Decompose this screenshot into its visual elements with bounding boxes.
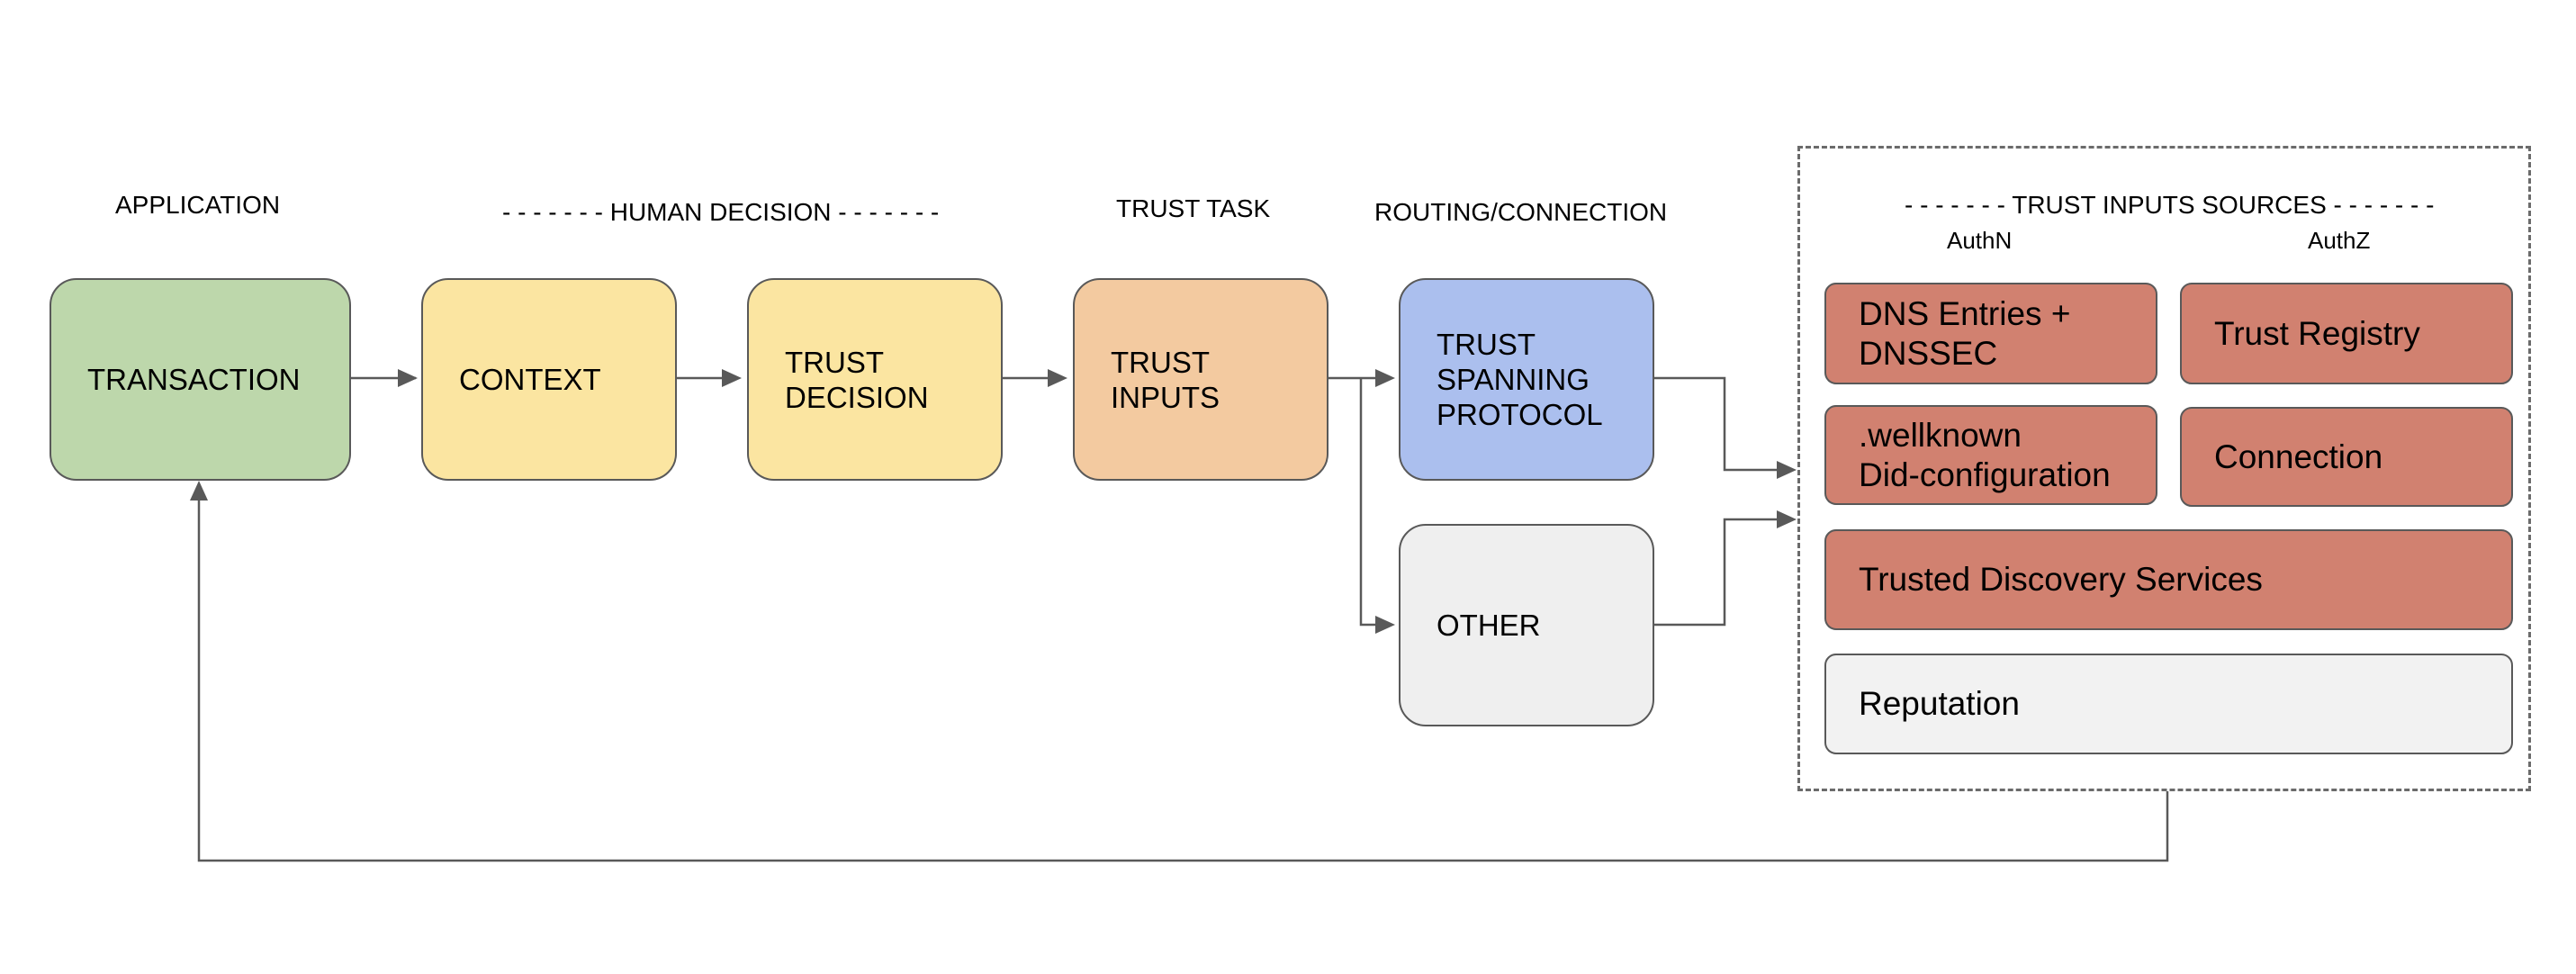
source-reputation: Reputation bbox=[1824, 654, 2513, 754]
source-trust-registry: Trust Registry bbox=[2180, 283, 2513, 384]
node-trust-inputs: TRUST INPUTS bbox=[1073, 278, 1329, 481]
arrowhead-other bbox=[1375, 616, 1395, 634]
source-dns-entries: DNS Entries + DNSSEC bbox=[1824, 283, 2157, 384]
arrow-other-to-sources bbox=[1651, 518, 1784, 627]
arrowhead-context bbox=[398, 369, 418, 387]
arrow-tsp-to-sources bbox=[1651, 376, 1784, 472]
source-trusted-discovery-services: Trusted Discovery Services bbox=[1824, 529, 2513, 630]
header-human-decision: - - - - - - - HUMAN DECISION - - - - - -… bbox=[502, 198, 940, 226]
header-trust-inputs-sources: - - - - - - - TRUST INPUTS SOURCES - - -… bbox=[1905, 191, 2435, 219]
arrowhead-tsp-sources bbox=[1777, 461, 1797, 479]
arrowhead-transaction bbox=[190, 481, 208, 501]
arrowhead-tsp bbox=[1375, 369, 1395, 387]
header-authz: AuthZ bbox=[2308, 227, 2371, 254]
source-connection: Connection bbox=[2180, 407, 2513, 507]
arrowhead-other-sources bbox=[1777, 510, 1797, 528]
arrowhead-inputs bbox=[1048, 369, 1067, 387]
arrow-sources-feedback-to-transaction bbox=[197, 495, 2169, 862]
trust-inputs-sources-group bbox=[1797, 146, 2531, 791]
node-trust-spanning-protocol: TRUST SPANNING PROTOCOL bbox=[1399, 278, 1654, 481]
arrowhead-decision bbox=[722, 369, 742, 387]
node-transaction: TRANSACTION bbox=[50, 278, 351, 481]
arrow-inputs-to-other bbox=[1359, 378, 1383, 627]
node-trust-decision: TRUST DECISION bbox=[747, 278, 1003, 481]
node-context: CONTEXT bbox=[421, 278, 677, 481]
source-wellknown-did-configuration: .wellknown Did-configuration bbox=[1824, 405, 2157, 505]
header-trust-task: TRUST TASK bbox=[1116, 194, 1271, 222]
header-application: APPLICATION bbox=[115, 191, 281, 219]
header-authn: AuthN bbox=[1947, 227, 2013, 254]
node-other: OTHER bbox=[1399, 524, 1654, 726]
header-routing-connection: ROUTING/CONNECTION bbox=[1374, 198, 1668, 226]
